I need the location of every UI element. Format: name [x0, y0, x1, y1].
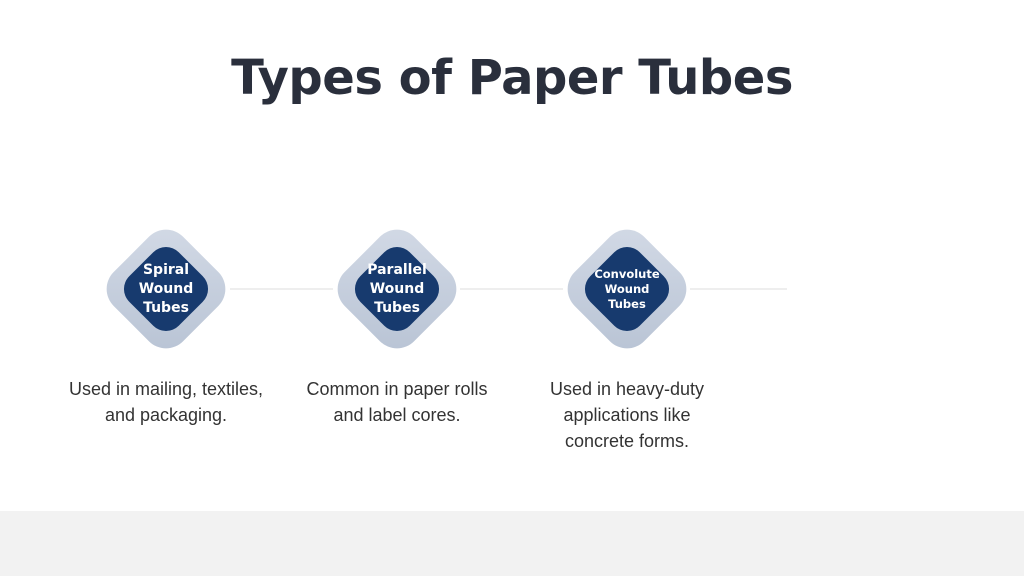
diamond-badge: Spiral Wound Tubes	[96, 219, 236, 359]
diamond-badge: Parallel Wound Tubes	[327, 219, 467, 359]
slide-title: Types of Paper Tubes	[231, 50, 793, 106]
footer-band	[0, 511, 1024, 576]
tube-type-description: Common in paper rolls and label cores.	[306, 379, 488, 425]
tube-type-label: Spiral Wound Tubes	[138, 261, 194, 316]
connector-line	[460, 288, 563, 290]
tube-type-label: Parallel Wound Tubes	[367, 261, 427, 316]
connector-line	[690, 288, 787, 290]
diamond-badge: Convolute Wound Tubes	[557, 219, 697, 359]
tube-type-description: Used in heavy-duty applications like con…	[549, 379, 705, 451]
connector-line	[230, 288, 333, 290]
tube-type-description: Used in mailing, textiles, and packaging…	[68, 379, 264, 425]
tube-type-label: Convolute Wound Tubes	[594, 266, 660, 311]
slide: Types of Paper Tubes Spiral Wound Tubes …	[68, 50, 794, 451]
